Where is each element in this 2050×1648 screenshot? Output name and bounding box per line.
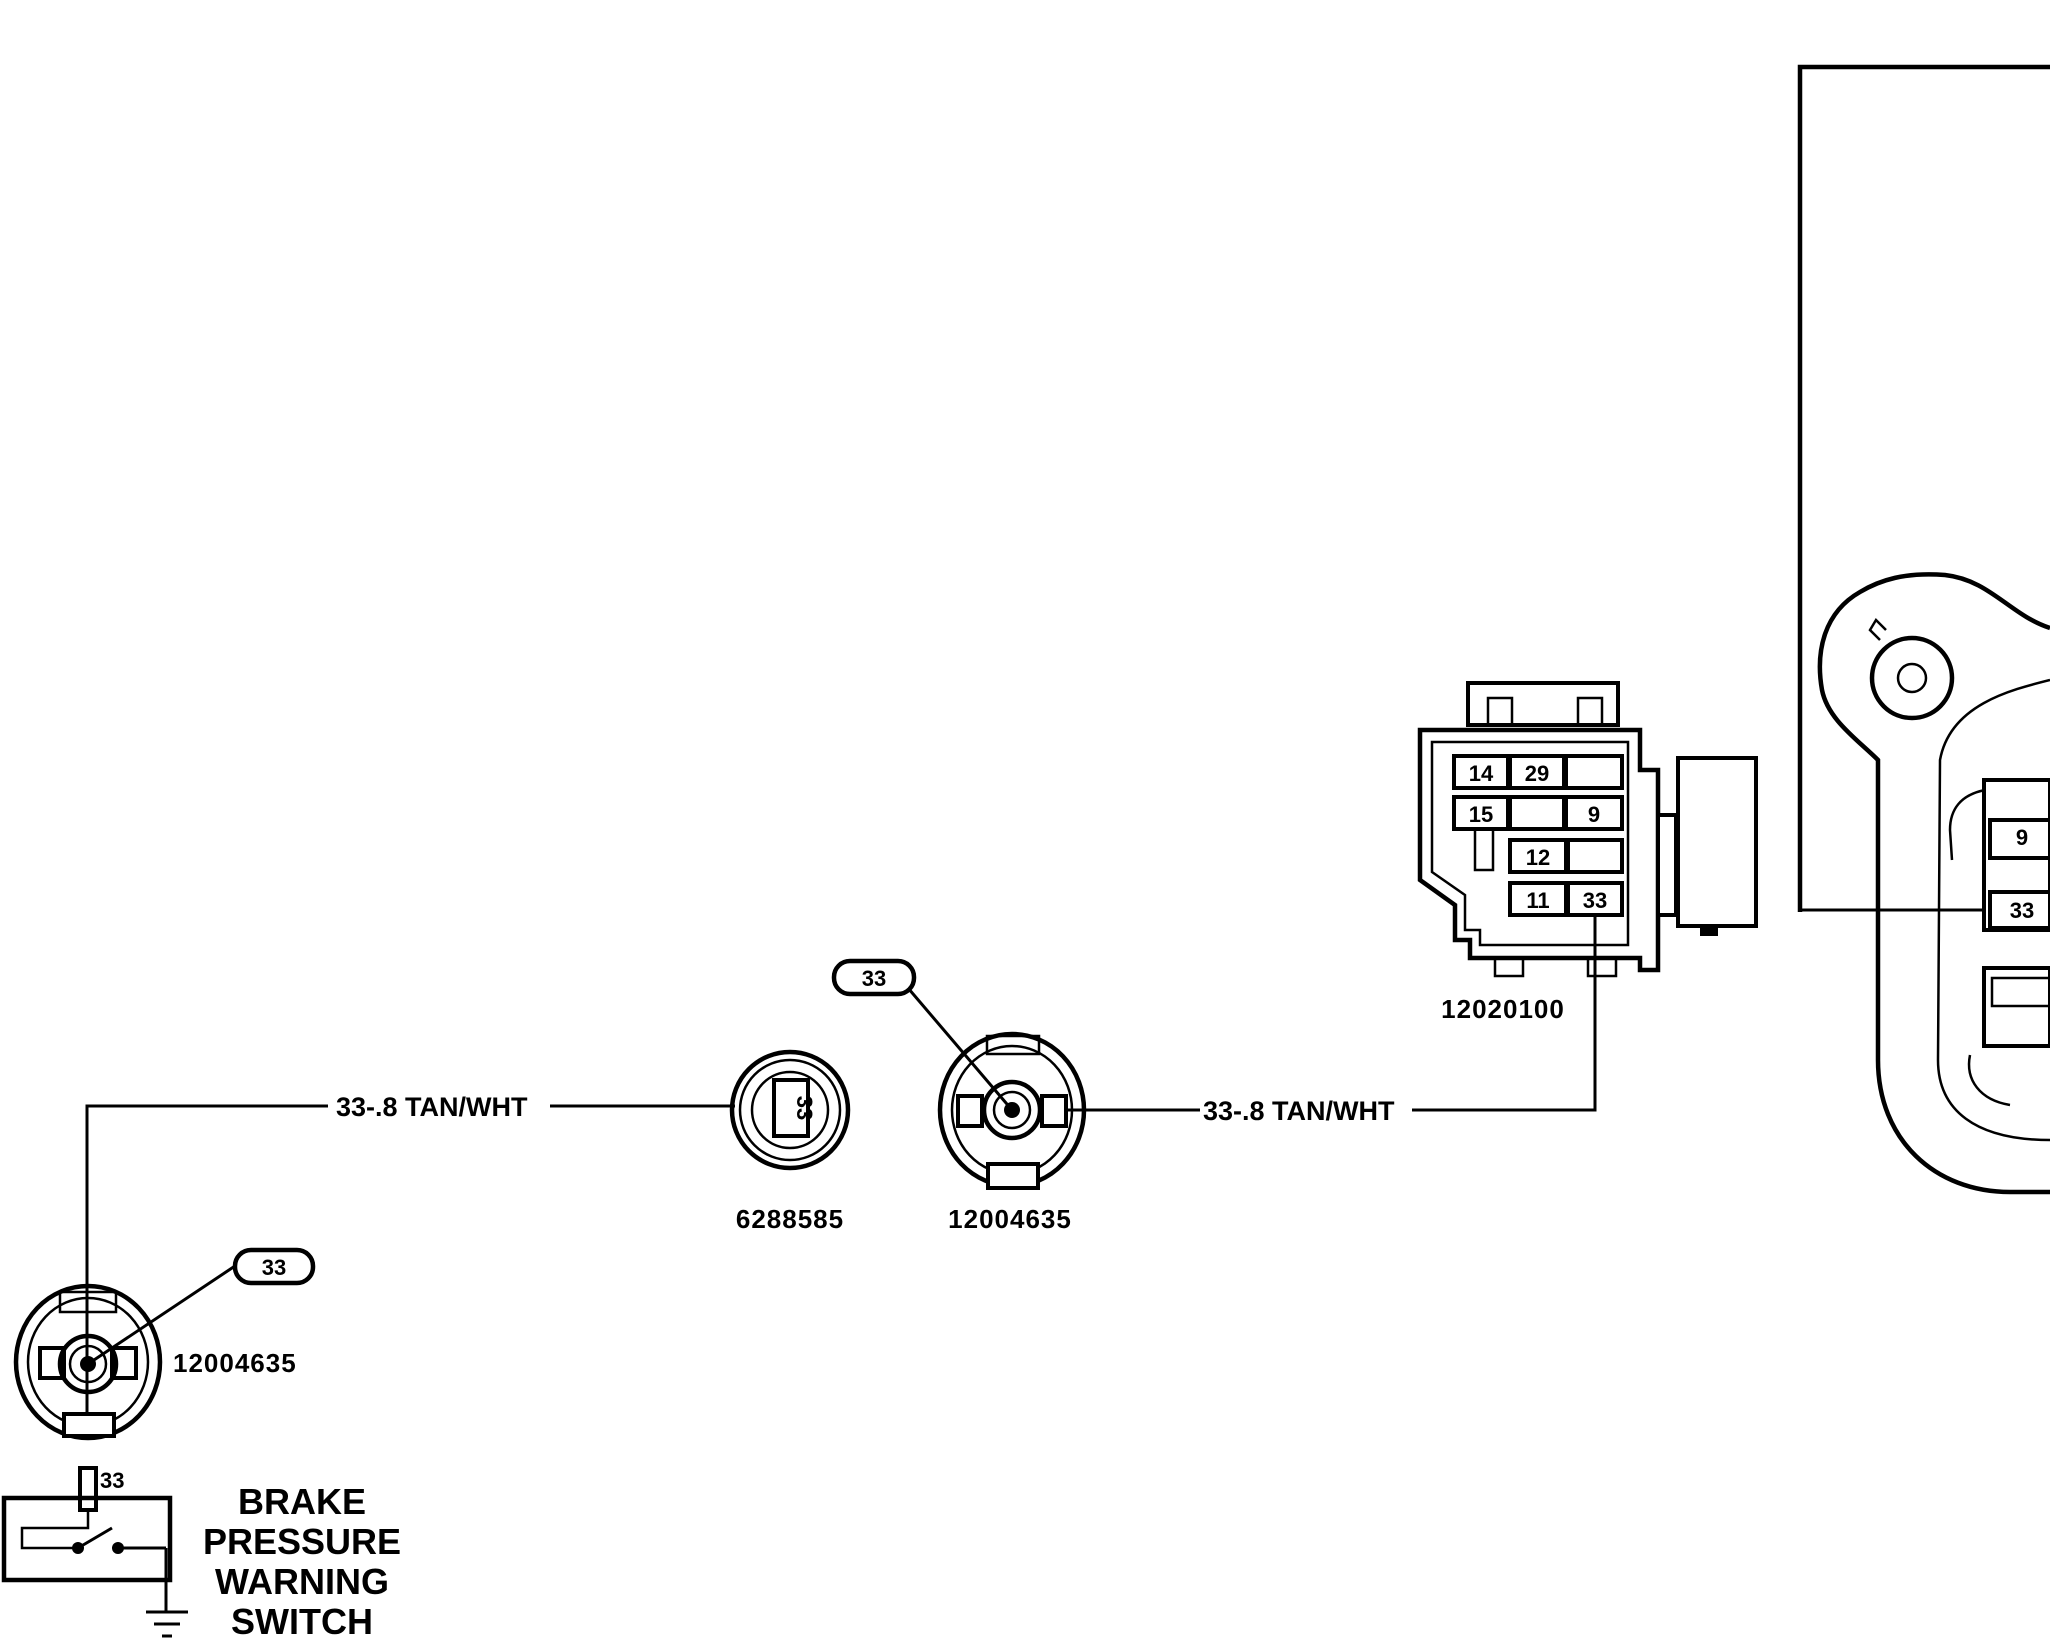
switch-connector-tag: 33 — [232, 1247, 316, 1286]
module-cavity-33: 33 — [2010, 898, 2034, 923]
switch-terminal-label: 33 — [100, 1468, 124, 1493]
svg-text:WARNING: WARNING — [215, 1561, 389, 1602]
svg-text:15: 15 — [1469, 802, 1493, 827]
svg-text:9: 9 — [1588, 802, 1600, 827]
svg-text:33: 33 — [262, 1255, 286, 1280]
svg-text:PRESSURE: PRESSURE — [203, 1521, 401, 1562]
brake-pressure-warning-switch — [1, 1466, 173, 1612]
inline-female-connector — [729, 1049, 851, 1171]
harness-block-connector: 14 29 15 9 12 11 33 — [1417, 681, 1758, 978]
svg-text:33: 33 — [1583, 888, 1607, 913]
wire-run-left — [85, 1104, 735, 1425]
svg-text:11: 11 — [1526, 888, 1549, 913]
svg-text:29: 29 — [1525, 761, 1549, 786]
ground-symbol — [146, 1610, 188, 1638]
module-cavity-9: 9 — [2016, 825, 2028, 850]
svg-text:BRAKE: BRAKE — [238, 1481, 366, 1522]
wire-label-right: 33-.8 TAN/WHT — [1203, 1096, 1395, 1126]
svg-text:SWITCH: SWITCH — [231, 1601, 373, 1642]
harness-block-part-number: 12020100 — [1441, 994, 1565, 1024]
inline-female-cavity: 33 — [792, 1096, 817, 1120]
switch-title: BRAKE PRESSURE WARNING SWITCH — [203, 1481, 401, 1642]
inline-male-part-number: 12004635 — [948, 1204, 1072, 1234]
inline-male-connector-tag: 33 — [831, 958, 917, 997]
inline-female-part-number: 6288585 — [736, 1204, 844, 1234]
svg-text:12: 12 — [1526, 845, 1550, 870]
switch-connector — [13, 1264, 236, 1441]
module-housing — [1797, 64, 2050, 1195]
wire-label-left: 33-.8 TAN/WHT — [336, 1092, 528, 1122]
inline-male-connector — [906, 987, 1087, 1190]
svg-text:14: 14 — [1469, 761, 1494, 786]
svg-text:33: 33 — [862, 966, 886, 991]
switch-connector-part-number: 12004635 — [173, 1348, 297, 1378]
